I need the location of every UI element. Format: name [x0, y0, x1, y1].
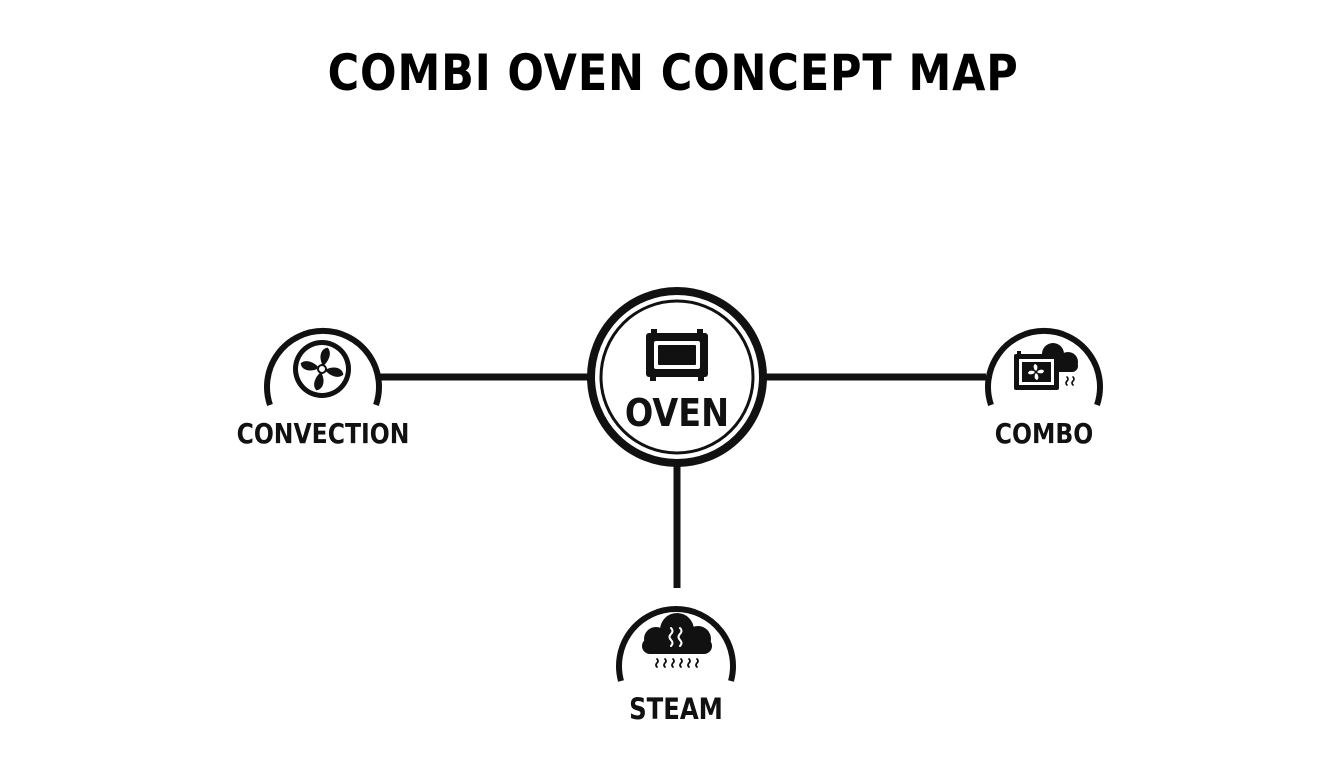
- oven-icon: [646, 329, 708, 381]
- oven-fan-steam-icon: [1014, 343, 1078, 390]
- center-node-oven: OVEN: [587, 287, 767, 467]
- node-steam-label: STEAM: [629, 693, 723, 727]
- node-combo-label: COMBO: [995, 418, 1094, 450]
- steam-cloud-icon: [642, 613, 712, 668]
- node-convection-label: CONVECTION: [237, 418, 410, 450]
- page-title: COMBI OVEN CONCEPT MAP: [327, 44, 1019, 102]
- center-node-label: OVEN: [625, 392, 729, 436]
- node-combo: COMBO: [985, 327, 1103, 451]
- fan-icon: [293, 340, 351, 398]
- center-node-inner-ring: [599, 299, 755, 455]
- node-steam: STEAM: [616, 606, 736, 727]
- connectors: [380, 373, 986, 588]
- node-convection: CONVECTION: [237, 327, 410, 451]
